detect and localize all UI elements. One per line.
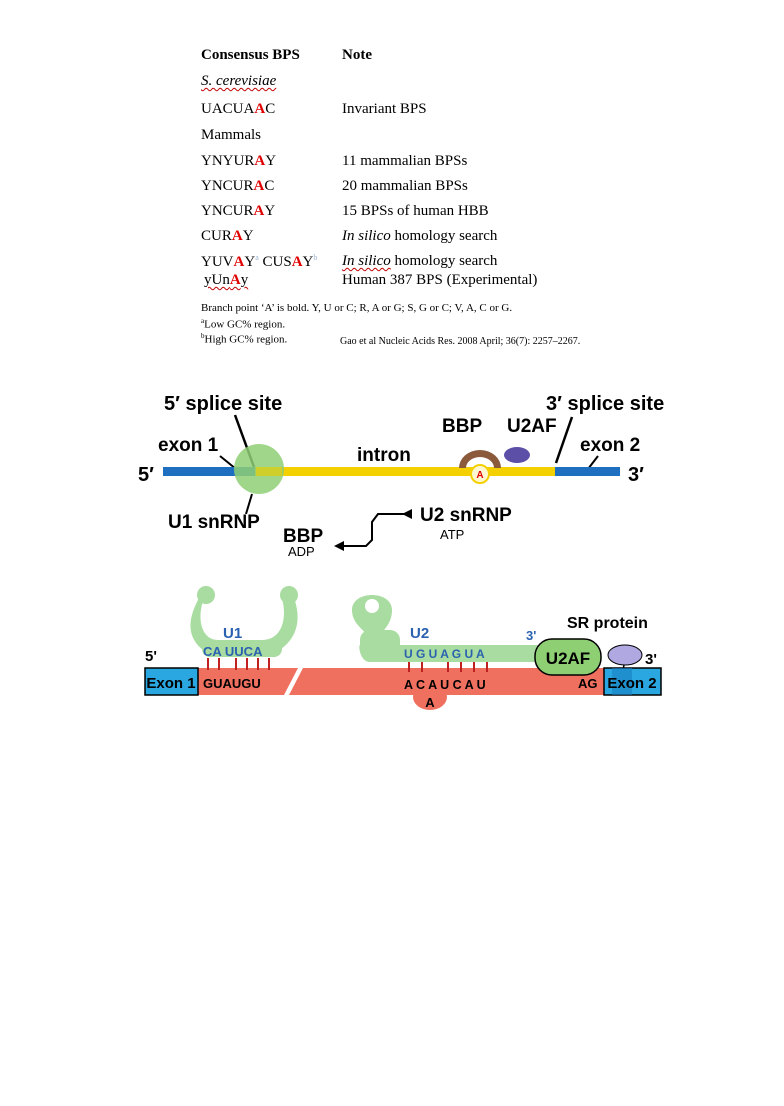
exon2-label: exon 2 <box>580 435 640 456</box>
five-label-2: 5' <box>145 648 157 665</box>
u1-sequence: CA UUCA <box>203 644 263 659</box>
u2-neck <box>360 630 400 656</box>
bps-ynyuray: YNYURAY <box>201 153 277 169</box>
u1-base <box>202 640 282 657</box>
exon2-pointer <box>587 455 599 470</box>
section-mammals: Mammals <box>201 127 261 143</box>
five-splice-site-label: 5′ splice site <box>164 393 282 415</box>
branch-point-circle <box>470 464 490 484</box>
u2-sequence: U G U A G U A <box>404 647 485 661</box>
exon1-bar <box>163 467 255 476</box>
rna-right-segment <box>289 668 604 695</box>
u2af-shape <box>504 447 530 463</box>
three-splice-site-label: 3′ splice site <box>546 393 664 415</box>
header-note: Note <box>342 47 372 63</box>
u1-right-arm <box>280 586 298 604</box>
u2-loop-hole <box>365 599 379 613</box>
u2af2-label: U2AF <box>546 649 590 668</box>
section-s-cerevisiae: S. cerevisiae <box>201 73 277 89</box>
exon1-pointer <box>219 455 237 470</box>
u2af-label: U2AF <box>507 416 557 437</box>
bbp-shape <box>459 450 501 468</box>
u2-label: U2 <box>410 625 429 642</box>
footnote-low-gc: aLow GC% region. <box>201 317 286 331</box>
u1-label: U1 <box>223 625 242 642</box>
gu-sequence: GUAUGU <box>203 676 261 691</box>
u2-base <box>359 645 559 662</box>
exon2-overlap <box>612 668 632 695</box>
branch-bulge <box>413 684 447 710</box>
bps-yunay: yUnAy <box>204 272 249 288</box>
citation: Gao et al Nucleic Acids Res. 2008 April;… <box>340 336 581 347</box>
intron-bar <box>255 467 555 476</box>
note-invariant: Invariant BPS <box>342 101 427 117</box>
exon1-label: exon 1 <box>158 435 219 456</box>
bps-curay: CURAY <box>201 228 254 244</box>
bps-uacuaac: UACUAAC <box>201 101 276 117</box>
three-prime-label: 3′ <box>628 464 644 486</box>
footnote-branch-point: Branch point ‘A’ is bold. Y, U or C; R, … <box>201 302 513 314</box>
branch-a: A <box>476 470 483 481</box>
bps-yuvay-cusay: YUVAYa CUSAYb <box>201 253 318 270</box>
bbp-out-label: BBP <box>283 526 323 547</box>
ag-label: AG <box>578 676 598 691</box>
sr-protein-shape <box>607 644 643 666</box>
intron-label: intron <box>357 445 411 466</box>
bps-yncuray: YNCURAY <box>201 203 276 219</box>
rna-left-segment <box>198 668 298 695</box>
bulge-a: A <box>425 695 435 710</box>
note-in-silico-1: In silico homology search <box>342 228 498 244</box>
header-consensus-bps: Consensus BPS <box>201 47 300 63</box>
exon1-box-label: Exon 1 <box>146 675 195 692</box>
u2-snrnp-label: U2 snRNP <box>420 505 512 526</box>
exon2-box-label: Exon 2 <box>607 675 656 692</box>
note-in-silico-2: In silico homology search <box>342 253 498 269</box>
three-label-2: 3' <box>645 651 657 668</box>
exon2-bar <box>555 467 620 476</box>
u2-stemloop <box>352 595 392 640</box>
five-prime-label: 5′ <box>138 464 154 486</box>
note-20-mammalian: 20 mammalian BPSs <box>342 178 468 194</box>
u1-basepair-ticks <box>207 658 270 670</box>
three-splice-pointer <box>554 416 574 464</box>
u1-snrnp-label: U1 snRNP <box>168 512 260 533</box>
footnote-high-gc: bHigh GC% region. <box>201 332 288 346</box>
adp-label: ADP <box>288 544 315 559</box>
u2-three-prime: 3' <box>526 628 536 643</box>
bps-yncurac: YNCURAC <box>201 178 275 194</box>
acaucau-sequence: A C A U C A U <box>404 678 486 692</box>
intron-overlap <box>256 467 282 476</box>
exchange-arrow-path <box>342 513 412 547</box>
u1-snrnp-pointer <box>245 493 253 515</box>
u2-in-arrowhead <box>402 509 412 519</box>
note-15-bpss-hbb: 15 BPSs of human HBB <box>342 203 489 219</box>
sr-protein-label: SR protein <box>567 615 648 632</box>
bbp-out-arrowhead <box>334 541 344 551</box>
note-human-387: Human 387 BPS (Experimental) <box>342 272 538 288</box>
u1-left-arm <box>197 586 215 604</box>
u2-basepair-ticks <box>408 662 488 672</box>
u2af-bubble <box>534 638 602 676</box>
bbp-label: BBP <box>442 416 482 437</box>
atp-label: ATP <box>440 527 464 542</box>
note-11-mammalian: 11 mammalian BPSs <box>342 153 468 169</box>
exon1-box <box>144 667 199 696</box>
